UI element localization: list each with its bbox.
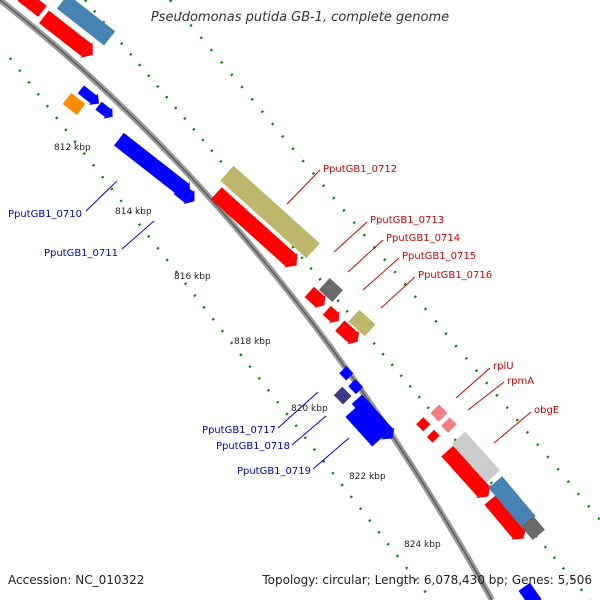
gc-content-track-far [169,0,600,521]
genome-backbone [0,0,495,600]
cds-forward-next [484,494,527,540]
genome-summary: Topology: circular; Length: 6,078,430 bp… [262,573,592,587]
forward-strand-features [17,0,527,540]
cds-reverse-0709a [77,85,100,105]
cds-forward-top [17,0,47,17]
label-leaders-right [286,169,532,444]
gene-label-rpmA: rpmA [507,376,534,387]
tick-label-824: 824 kbp [404,540,441,550]
cds-forward-0715 [335,320,360,345]
tick-label-820: 820 kbp [291,404,328,414]
cds-forward-0708 [39,10,93,58]
reverse-strand-features [77,85,542,600]
tick-label-816: 816 kbp [174,272,211,282]
gene-labels-reverse: PputGB1_0710 PputGB1_0711 PputGB1_0717 P… [8,209,311,477]
cog-dimgray-bottom [521,515,545,541]
cds-forward-rplU [416,417,431,432]
gene-label-PputGB1_0711: PputGB1_0711 [44,248,118,259]
gene-label-PputGB1_0713: PputGB1_0713 [370,215,444,226]
gc-skew-track-inner [9,57,431,599]
gene-label-PputGB1_0710: PputGB1_0710 [8,209,82,220]
gene-label-PputGB1_0719: PputGB1_0719 [237,466,311,477]
tick-label-818: 818 kbp [234,337,271,347]
gene-label-rplU: rplU [493,361,514,372]
label-leaders-left [85,180,350,470]
cog-steelblue-top [56,0,116,46]
cds-forward-0712 [211,187,298,268]
cds-reverse-bottom [518,582,542,600]
cog-steelblue-bottom [488,476,536,528]
gene-label-obgE: obgE [534,405,559,416]
cds-reverse-0711 [173,182,195,205]
cds-reverse-0719a [351,394,395,440]
accession-label: Accession: NC_010322 [8,573,145,587]
tick-label-822: 822 kbp [349,472,386,482]
cog-pink-rplU [430,404,448,422]
cog-dimgray-0713 [318,278,344,302]
cds-reverse-0719b [345,407,383,447]
trna-feature [62,92,86,116]
cds-forward-0714 [322,305,340,323]
cog-khaki-0716 [348,309,376,337]
gene-label-PputGB1_0712: PputGB1_0712 [323,164,397,175]
map-title: Pseudomonas putida GB-1, complete genome [150,10,450,25]
cds-reverse-0709b [95,101,113,119]
gene-labels-forward: PputGB1_0712 PputGB1_0713 PputGB1_0714 P… [323,164,559,416]
gene-label-PputGB1_0717: PputGB1_0717 [202,425,276,436]
gene-label-PputGB1_0715: PputGB1_0715 [402,251,476,262]
cds-forward-obgE [441,445,491,499]
cog-pink-rpmA [441,417,457,433]
cog-khaki-0712 [220,165,320,259]
tick-labels: 812 kbp 814 kbp 816 kbp 818 kbp 820 kbp … [54,143,441,550]
cds-forward-rpmA [426,429,440,443]
gene-label-PputGB1_0714: PputGB1_0714 [386,233,460,244]
tick-label-812: 812 kbp [54,143,91,153]
gene-label-PputGB1_0718: PputGB1_0718 [216,441,290,452]
tick-label-814: 814 kbp [115,207,152,217]
cds-forward-0713 [304,286,326,309]
cds-reverse-0718a [348,379,364,395]
rrna-0718 [333,386,352,405]
gene-label-PputGB1_0716: PputGB1_0716 [418,270,492,281]
cog-lightgray-obgE [451,431,501,483]
